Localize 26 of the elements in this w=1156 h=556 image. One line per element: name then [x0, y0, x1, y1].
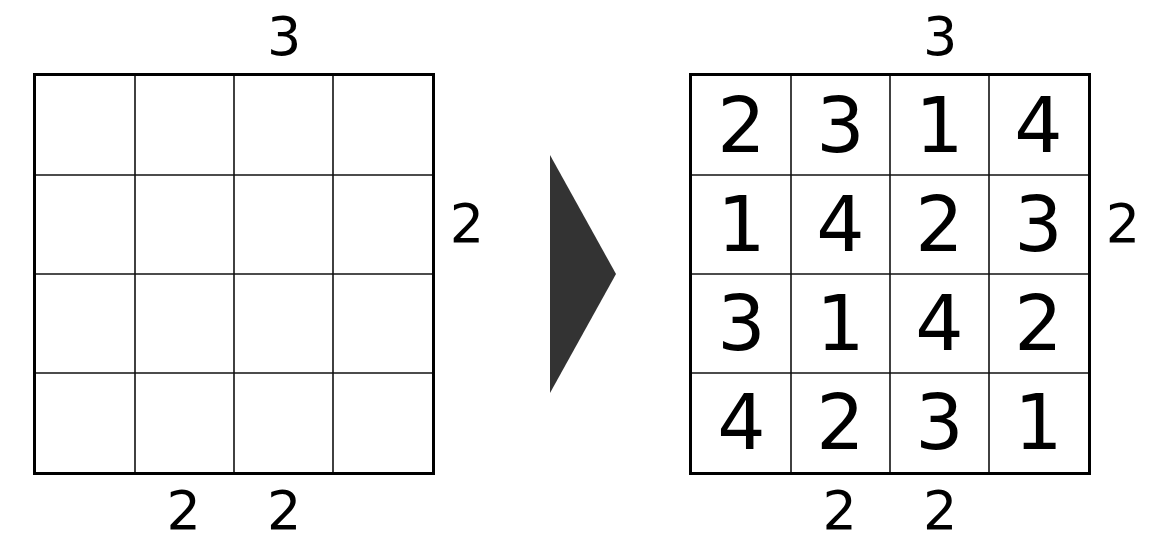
- puzzle-grid: [33, 73, 435, 475]
- clue-number: 3: [923, 10, 958, 64]
- grid-number: 4: [1014, 87, 1063, 164]
- grid-number: 2: [816, 384, 865, 461]
- grid-number: 1: [717, 186, 766, 263]
- grid-number: 1: [1014, 384, 1063, 461]
- grid-number: 3: [915, 384, 964, 461]
- grid-number: 2: [717, 87, 766, 164]
- grid-number: 1: [915, 87, 964, 164]
- grid-number: 3: [816, 87, 865, 164]
- grid-number: 1: [816, 285, 865, 362]
- solution-grid: [689, 73, 1091, 475]
- grid-number: 4: [915, 285, 964, 362]
- grid-number: 4: [816, 186, 865, 263]
- clue-number: 2: [923, 484, 958, 538]
- grid-number: 3: [1014, 186, 1063, 263]
- grid-number: 2: [915, 186, 964, 263]
- grid-number: 3: [717, 285, 766, 362]
- clue-number: 2: [449, 196, 485, 251]
- grid-number: 4: [717, 384, 766, 461]
- clue-number: 2: [822, 484, 857, 538]
- grid-number: 2: [1014, 285, 1063, 362]
- clue-number: 2: [166, 484, 201, 538]
- clue-number: 2: [267, 484, 302, 538]
- clue-number: 2: [1105, 196, 1141, 251]
- clue-number: 3: [267, 10, 302, 64]
